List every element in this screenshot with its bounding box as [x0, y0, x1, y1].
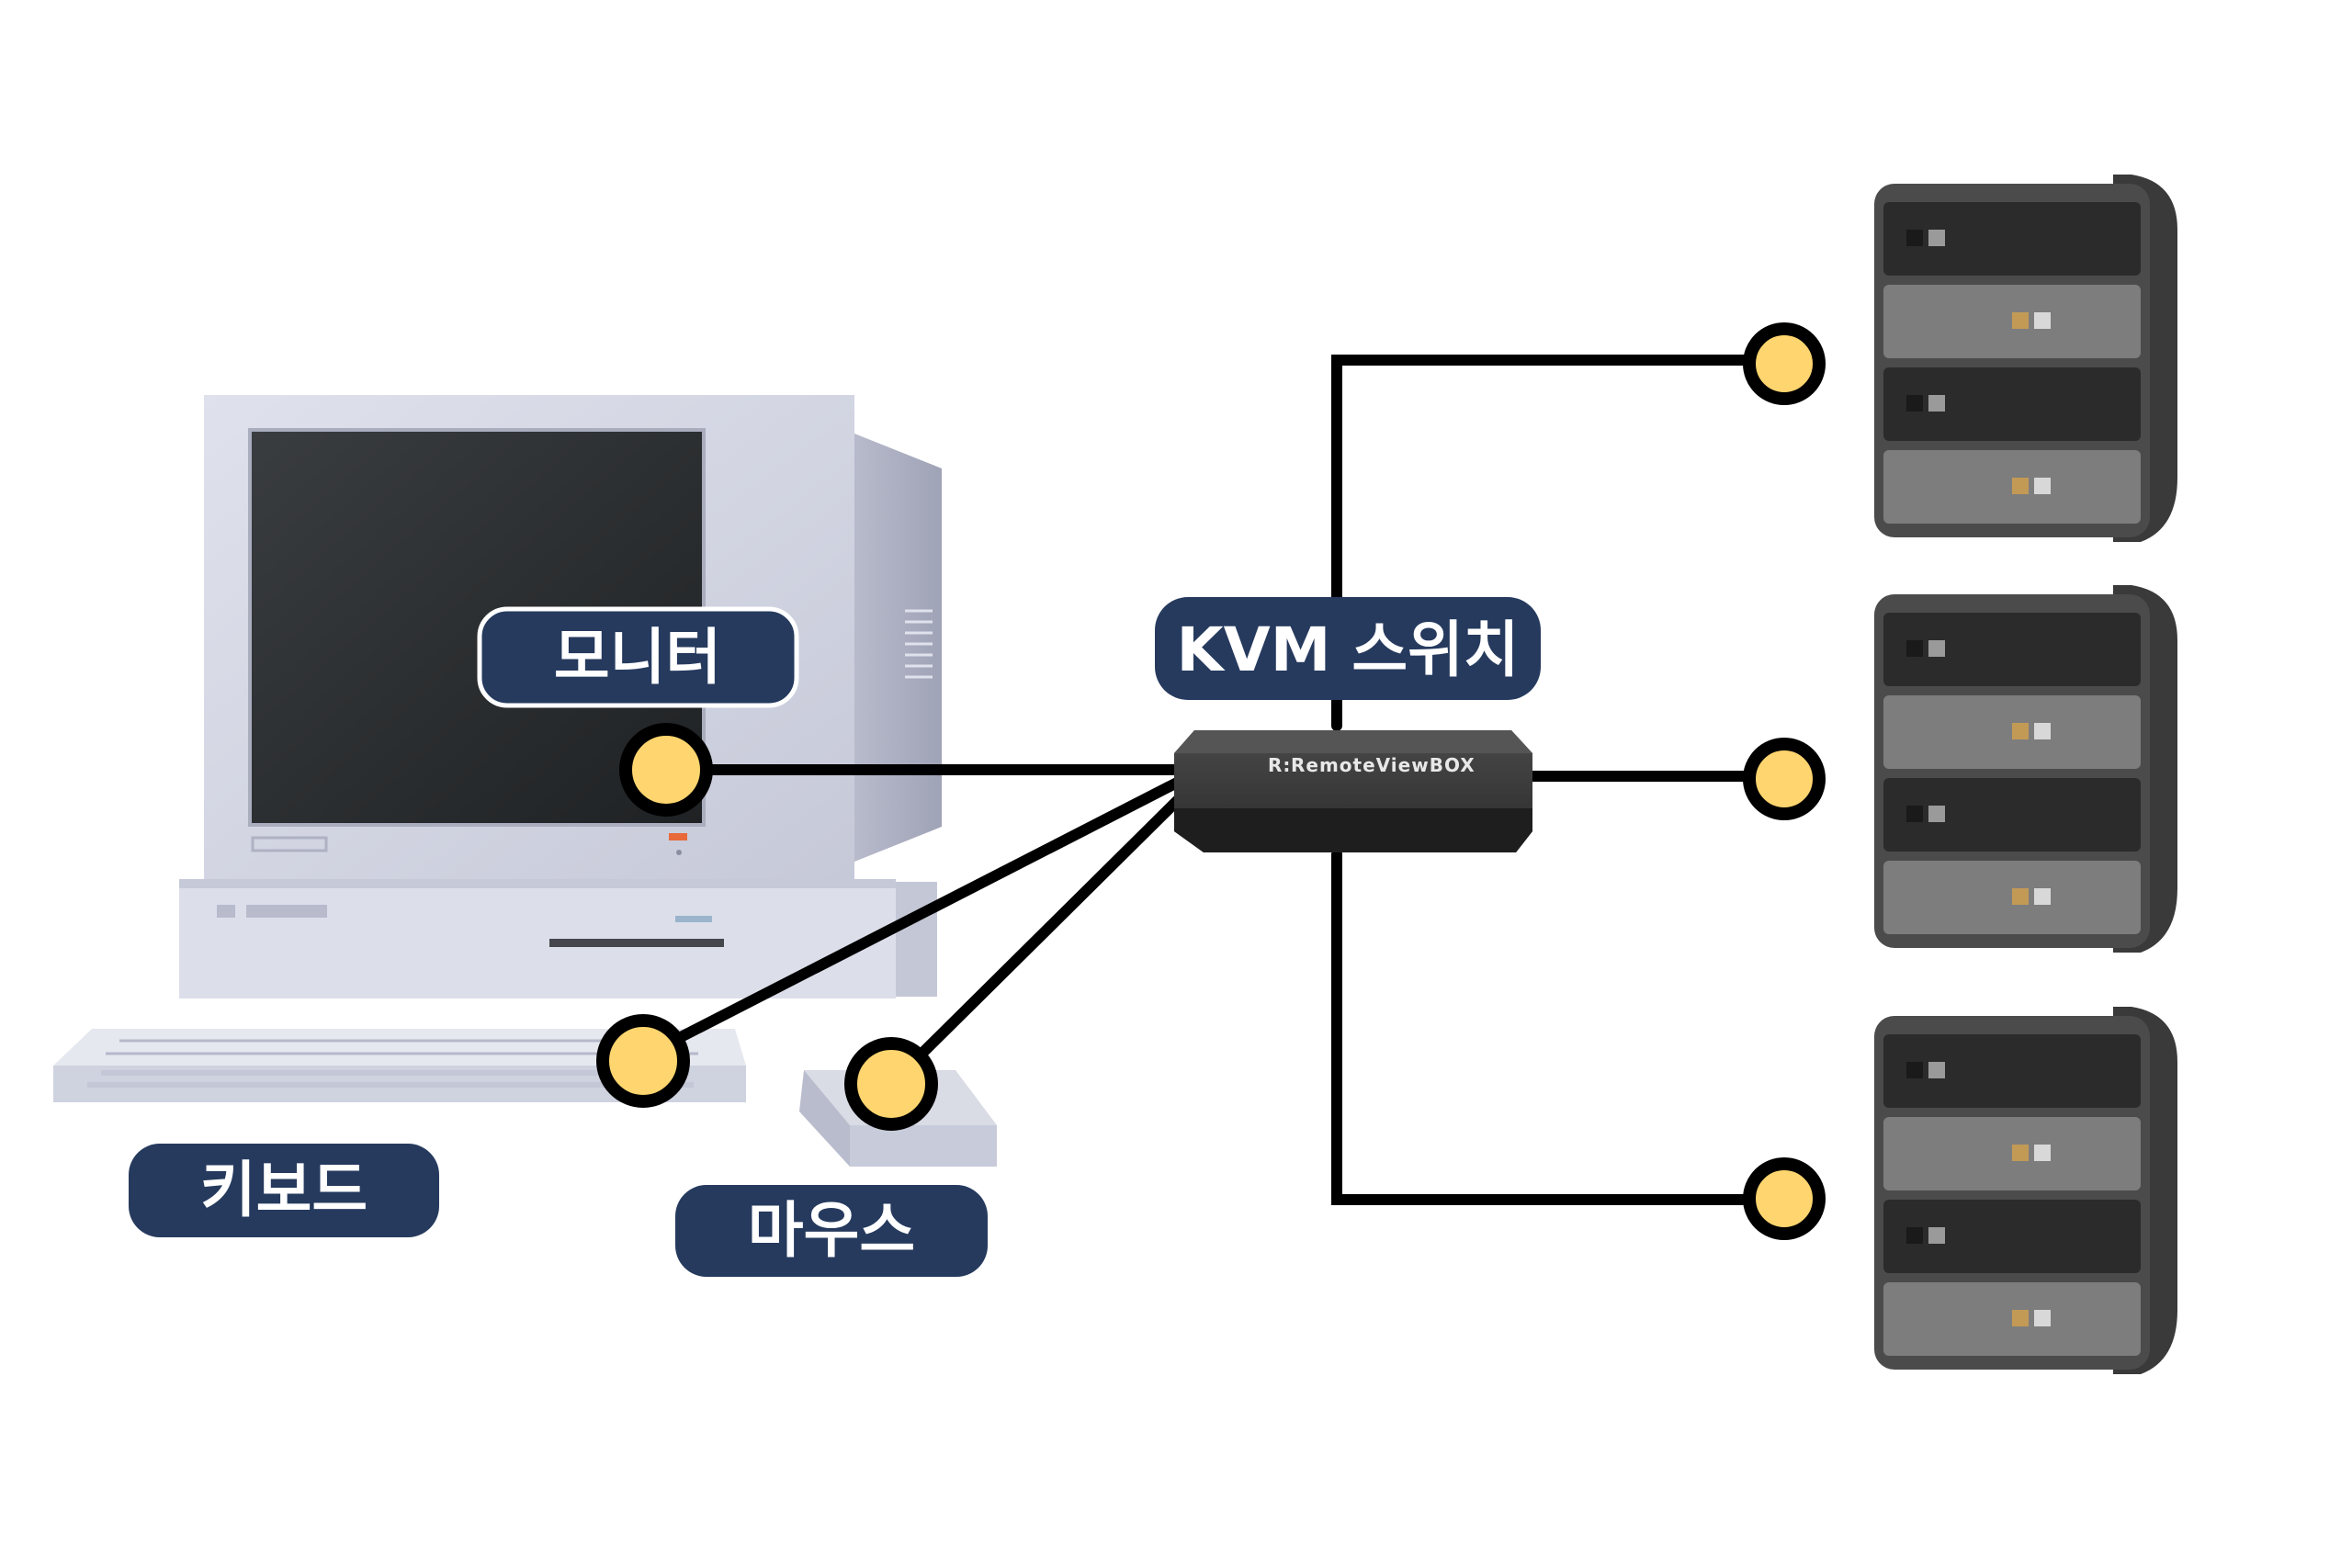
label-keyboard: 키보드 [129, 1144, 439, 1237]
bay-indicator-icon [2034, 312, 2051, 329]
server-3-connector [1743, 1157, 1826, 1240]
bay-indicator-icon [1906, 230, 1923, 246]
device-brand-mark: R: [1268, 754, 1291, 776]
server-bay [1883, 778, 2141, 852]
mouse-connector [844, 1037, 938, 1131]
desktop-unit [179, 879, 896, 998]
label-monitor: 모니터 [477, 606, 799, 708]
bay-indicator-icon [2012, 1145, 2029, 1161]
keyboard-connector [596, 1014, 690, 1108]
bay-indicator-icon [1906, 1227, 1923, 1244]
server-1 [1874, 175, 2177, 542]
bay-indicator-icon [2012, 312, 2029, 329]
bay-indicator-icon [2034, 1310, 2051, 1326]
bay-indicator-icon [1928, 1062, 1945, 1078]
bay-indicator-icon [2012, 1310, 2029, 1326]
desktop-side [896, 882, 937, 997]
servers [1874, 175, 2177, 1374]
server-bay [1883, 367, 2141, 441]
desktop-button-2 [246, 905, 327, 918]
monitor-side [850, 432, 942, 863]
monitor-slot [251, 836, 328, 852]
server-3 [1874, 1007, 2177, 1374]
floppy-drive-icon [675, 916, 712, 922]
server-3-cable [1331, 849, 1788, 1205]
connector-dots [596, 322, 1826, 1240]
bay-indicator-icon [1906, 806, 1923, 822]
bay-indicator-icon [1928, 640, 1945, 657]
bay-indicator-icon [2012, 888, 2029, 905]
bay-indicator-icon [2034, 478, 2051, 494]
bay-indicator-icon [1928, 230, 1945, 246]
bay-indicator-icon [2012, 723, 2029, 739]
kvm-switch-device: R: RemoteViewBOX [1174, 730, 1532, 852]
bay-indicator-icon [2034, 723, 2051, 739]
label-keyboard-text: 키보드 [200, 1155, 368, 1225]
monitor-vents [905, 609, 933, 679]
power-led-icon [669, 833, 687, 840]
cd-drive-slot [549, 939, 724, 947]
server-2-connector [1743, 738, 1826, 820]
server-1-connector [1743, 322, 1826, 405]
desktop-button-1 [217, 905, 235, 918]
label-mouse-text: 마우스 [748, 1195, 915, 1266]
server-bay [1883, 202, 2141, 276]
server-bay [1883, 1200, 2141, 1273]
power-button-icon [676, 850, 682, 855]
keyboard-cable [638, 775, 1186, 1062]
bay-indicator-icon [1928, 806, 1945, 822]
bay-indicator-icon [1906, 395, 1923, 412]
bay-indicator-icon [1906, 640, 1923, 657]
label-mouse: 마우스 [675, 1185, 988, 1277]
device-brand-name: RemoteViewBOX [1291, 754, 1476, 776]
label-monitor-text: 모니터 [554, 622, 721, 693]
computer-illustration [53, 395, 997, 1167]
mouse-cable [886, 792, 1186, 1089]
bay-indicator-icon [1906, 1062, 1923, 1078]
label-kvm-switch-text: KVM 스위치 [1176, 615, 1519, 685]
bay-indicator-icon [1928, 395, 1945, 412]
label-kvm-switch: KVM 스위치 [1155, 597, 1541, 700]
bay-indicator-icon [2012, 478, 2029, 494]
bay-indicator-icon [1928, 1227, 1945, 1244]
bay-indicator-icon [2034, 1145, 2051, 1161]
server-bay [1883, 613, 2141, 686]
bay-indicator-icon [2034, 888, 2051, 905]
monitor-connector [619, 723, 713, 817]
desktop-unit-top [179, 879, 896, 888]
server-2 [1874, 585, 2177, 953]
server-bay [1883, 1034, 2141, 1108]
